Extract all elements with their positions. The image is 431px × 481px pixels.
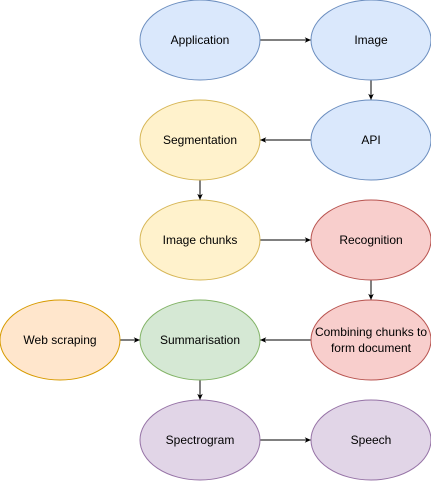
- node-label-image: Image: [354, 33, 388, 47]
- node-image-chunks: Image chunks: [139, 199, 261, 281]
- node-shape-application: [139, 0, 261, 81]
- node-shape-image: [310, 0, 431, 81]
- node-segmentation: Segmentation: [139, 99, 261, 181]
- node-speech: Speech: [310, 399, 431, 481]
- node-label-combining-chunks: Combining chunks to: [315, 325, 427, 339]
- node-shape-web-scraping: [0, 299, 121, 381]
- node-spectrogram: Spectrogram: [139, 399, 261, 481]
- node-label-web-scraping: Web scraping: [23, 333, 96, 347]
- node-shape-speech: [310, 399, 431, 481]
- node-shape-summarisation: [139, 299, 261, 381]
- node-label-recognition: Recognition: [339, 233, 402, 247]
- node-shape-combining-chunks: [310, 299, 431, 381]
- node-shape-spectrogram: [139, 399, 261, 481]
- node-image: Image: [310, 0, 431, 81]
- node-shape-recognition: [310, 199, 431, 281]
- node-web-scraping: Web scraping: [0, 299, 121, 381]
- node-label-api: API: [361, 133, 380, 147]
- node-summarisation: Summarisation: [139, 299, 261, 381]
- node-shape-segmentation: [139, 99, 261, 181]
- edges: [120, 37, 374, 443]
- node-shape-api: [310, 99, 431, 181]
- node-label-speech: Speech: [351, 433, 392, 447]
- node-shape-image-chunks: [139, 199, 261, 281]
- node-application: Application: [139, 0, 261, 81]
- node-label-segmentation: Segmentation: [163, 133, 237, 147]
- node-label-spectrogram: Spectrogram: [166, 433, 235, 447]
- node-label-summarisation: Summarisation: [160, 333, 240, 347]
- node-combining-chunks: Combining chunks to form document: [310, 299, 431, 381]
- node-api: API: [310, 99, 431, 181]
- node-label-image-chunks: Image chunks: [163, 233, 238, 247]
- node-recognition: Recognition: [310, 199, 431, 281]
- node-label-combining-chunks: form document: [331, 341, 412, 355]
- node-label-application: Application: [171, 33, 230, 47]
